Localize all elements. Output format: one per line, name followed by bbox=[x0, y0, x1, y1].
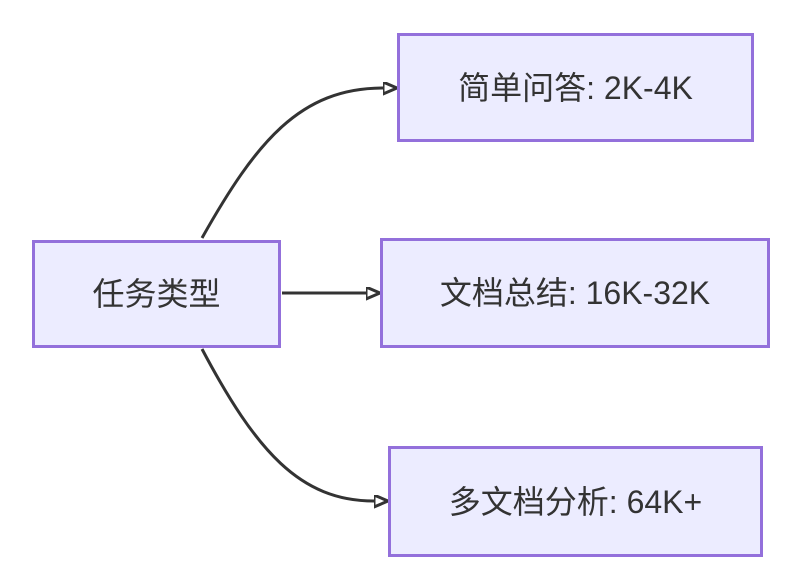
node-doc-summary: 文档总结: 16K-32K bbox=[380, 238, 770, 348]
node-task-type: 任务类型 bbox=[32, 240, 281, 348]
edge-task-type-to-multi-doc bbox=[200, 348, 374, 501]
edge-task-type-to-simple-qa bbox=[200, 88, 383, 239]
node-multi-doc: 多文档分析: 64K+ bbox=[388, 446, 763, 557]
node-simple-qa: 简单问答: 2K-4K bbox=[397, 33, 754, 142]
